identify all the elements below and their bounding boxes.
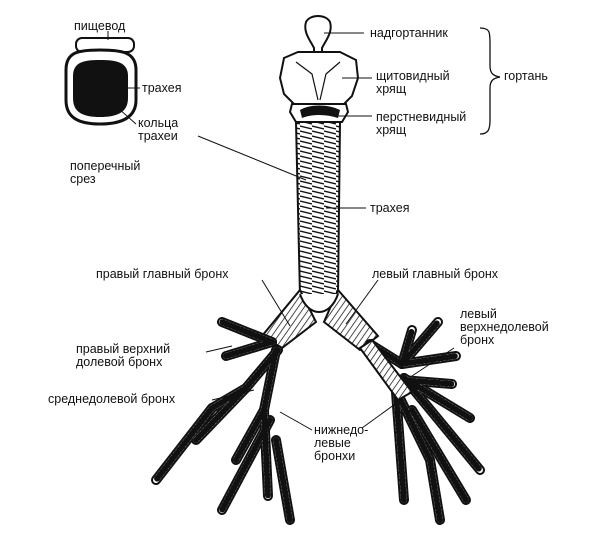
larynx-label: гортань — [504, 69, 548, 83]
cross-section-leaders — [107, 31, 140, 125]
right-upper-lobe-bronchus-label: правый верхний долевой бронх — [76, 342, 171, 369]
left-main-bronchus-shape — [322, 288, 380, 352]
leader-lines — [197, 32, 455, 431]
epiglottis-shape — [304, 15, 332, 59]
lower-lobe-leader-right — [279, 411, 313, 431]
trachea-shape — [294, 121, 342, 297]
left-main-bronchus-label: левый главный бронх — [372, 267, 499, 281]
thyroid-cartilage-label: щитовидный хрящ — [376, 69, 450, 96]
trachea-label: трахея — [370, 201, 410, 215]
cricoid-cartilage-label: перстневидный хрящ — [376, 110, 467, 137]
left-upper-lobe-bronchus-label: левый верхнедолевой бронх — [460, 307, 549, 347]
right-bronchial-tree — [151, 317, 295, 525]
tracheal-rings-label: кольца трахеи — [138, 116, 179, 143]
cross-section-label: поперечный срез — [70, 159, 141, 186]
lower-lobe-leader-left — [361, 401, 399, 429]
lower-lobe-bronchi-label: нижнедо- левые бронхи — [314, 423, 369, 463]
left-upper-lobe-leader — [411, 347, 455, 377]
larynx-illustration — [278, 15, 360, 123]
left-main-bronchus-leader — [345, 279, 379, 325]
trachea-section-label: трахея — [142, 81, 182, 95]
tracheal-rings-leader — [197, 135, 307, 181]
esophagus-label: пищевод — [74, 19, 126, 33]
right-main-bronchus-label: правый главный бронх — [96, 267, 229, 281]
epiglottis-label: надгортанник — [370, 26, 448, 40]
trachea-lumen-shape — [73, 60, 128, 117]
middle-lobe-bronchus-label: среднедолевой бронх — [48, 392, 176, 406]
left-bronchial-tree — [358, 317, 485, 525]
cross-section-illustration — [64, 37, 138, 126]
middle-lobe-leader — [211, 389, 255, 401]
larynx-bracket — [479, 27, 501, 135]
right-main-bronchus-leader — [261, 279, 291, 327]
right-upper-lobe-leader — [205, 345, 233, 353]
